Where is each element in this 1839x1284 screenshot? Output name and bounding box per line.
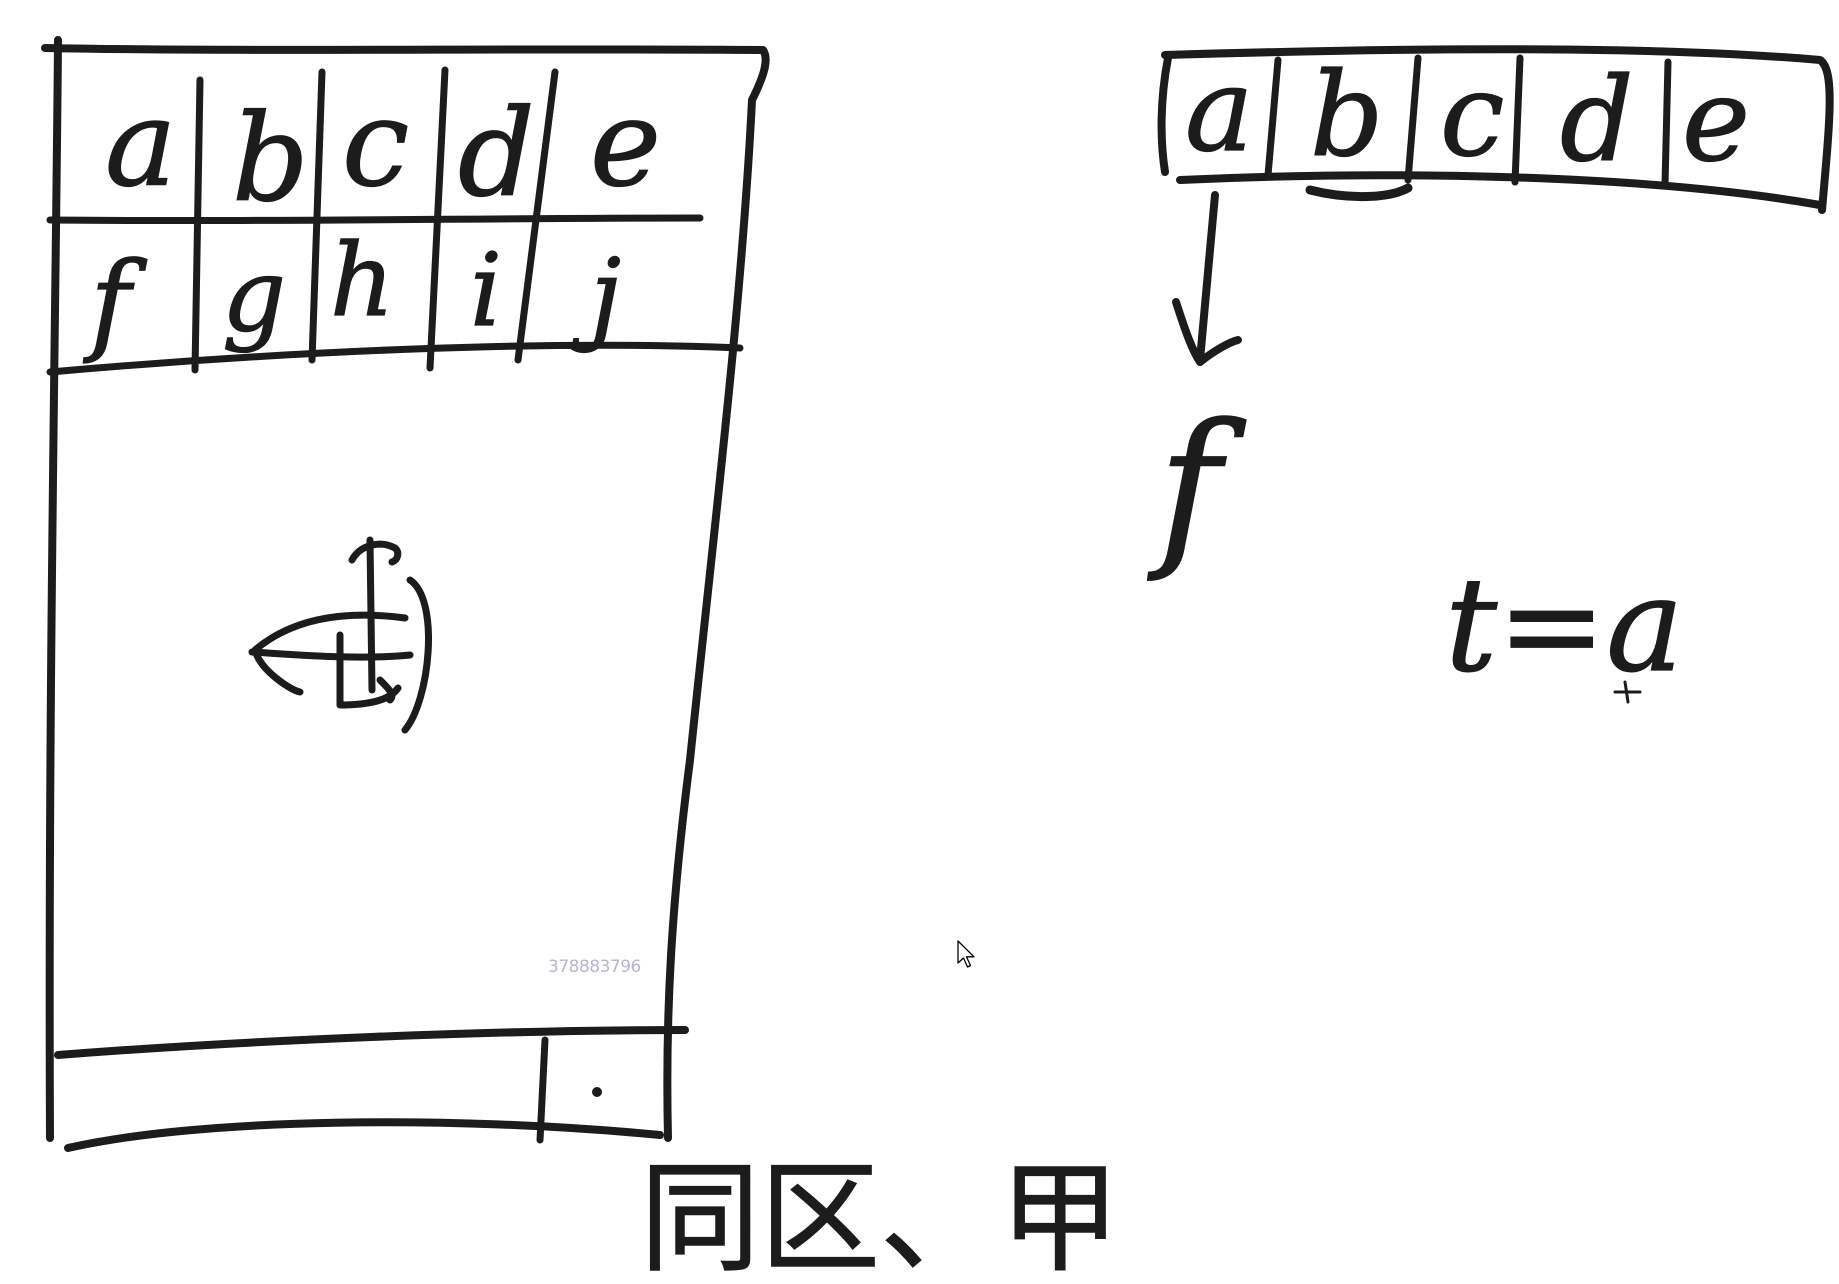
array-cell-label: c — [1440, 49, 1504, 183]
array-cell-divider — [1404, 54, 1422, 184]
grid-cell-label: f — [83, 238, 147, 366]
watermark-text: 378883796 — [548, 957, 641, 977]
grid-line-row-divider — [46, 214, 704, 225]
grid-cell-label: h — [330, 222, 394, 339]
input-bar-button-divider — [536, 1036, 549, 1144]
phone-caption: 同区、甲 — [640, 1150, 1120, 1284]
grid-cell-label: d — [458, 85, 535, 224]
grid-line-row-bottom — [46, 341, 744, 376]
array-cell-divider — [1264, 56, 1282, 179]
input-bar-top — [54, 1026, 689, 1059]
array-cell-label: b — [1310, 49, 1384, 183]
array-box-top — [1161, 45, 1834, 214]
grid-cell-label: i — [470, 232, 502, 349]
phone-frame-left-edge — [45, 36, 62, 1142]
popped-item-label: f — [1147, 388, 1247, 586]
grid-col-line-3 — [426, 66, 449, 372]
grid-col-line-1 — [191, 76, 204, 374]
array-cell-label: a — [1185, 44, 1254, 178]
array-cell-label: d — [1560, 54, 1634, 188]
array-cell-divider — [1511, 54, 1524, 186]
array-sketch: a b c d e f t=a — [1146, 43, 1834, 704]
grid-cell-label: j — [571, 237, 621, 354]
grid-cell-label: g — [222, 237, 286, 354]
down-arrow-icon — [1172, 191, 1242, 366]
array-cell-divider — [1661, 58, 1672, 189]
phone-sketch: a b c d e f g h i j — [41, 36, 1121, 1284]
grid-cell-label: b — [232, 90, 309, 229]
assignment-label: t=a — [1445, 549, 1684, 701]
arrow-pointer-icon — [957, 940, 975, 968]
grid-col-line-2 — [308, 68, 326, 364]
phone-frame-outline — [41, 44, 770, 1142]
input-bar-button-dot — [592, 1087, 602, 1097]
grid-col-line-4 — [514, 68, 559, 364]
crosshair-mark-icon — [1613, 680, 1642, 704]
grid-cell-label: c — [342, 75, 409, 214]
grid-cell-label: a — [105, 75, 177, 214]
move-gesture-scribble — [248, 536, 432, 734]
grid-cell-label: e — [590, 75, 661, 214]
input-bar-bottom — [64, 1118, 664, 1152]
array-highlight-underline — [1305, 183, 1413, 202]
array-cell-label: e — [1682, 54, 1750, 188]
array-box-bottom — [1176, 171, 1824, 209]
array-box-left — [1157, 54, 1172, 176]
